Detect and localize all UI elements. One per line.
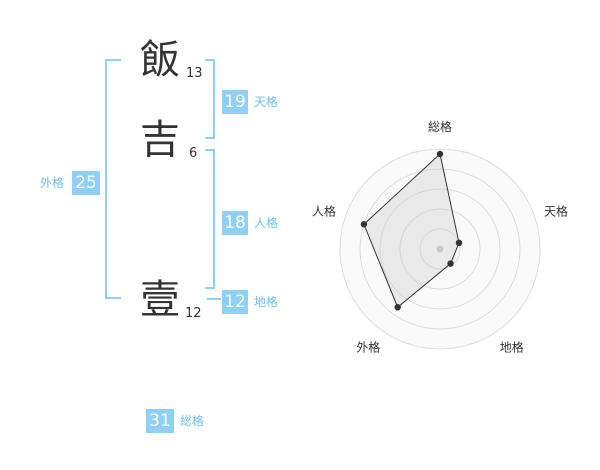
chikaku-connector (207, 298, 221, 300)
radar-ring-4 (359, 168, 521, 330)
name-char-2: 吉 (140, 117, 180, 163)
chikaku-label: 地格 (254, 295, 279, 309)
radar-axis-label-4: 人格 (312, 203, 336, 218)
radar-series (363, 153, 460, 309)
gaikaku-label: 外格 (40, 176, 65, 190)
jinkaku-bracket (205, 149, 215, 289)
gaikaku-value: 25 (72, 171, 100, 195)
radar-axis-label-3: 外格 (356, 340, 380, 355)
radar-ring-3 (379, 188, 501, 310)
radar-point-1 (455, 239, 463, 247)
name-char-1: 飯 (140, 37, 180, 83)
radar-center (436, 245, 444, 253)
radar-shape (360, 150, 463, 311)
name-char-3: 壹 (140, 277, 180, 323)
radar-ring-2 (399, 208, 481, 290)
stroke-count-1: 13 (186, 66, 203, 81)
radar-point-3 (394, 304, 401, 311)
radar-point-2 (447, 260, 454, 267)
tenkaku-label: 天格 (254, 95, 279, 109)
soukaku-label: 総格 (180, 414, 205, 428)
tenkaku-bracket (205, 59, 215, 139)
gaikaku-bracket (105, 59, 121, 299)
stroke-count-2: 6 (189, 146, 198, 161)
jinkaku-label: 人格 (254, 216, 279, 230)
radar-axis-label-1: 天格 (544, 203, 568, 218)
radar-axis-label-0: 総格 (428, 119, 452, 134)
jinkaku-value: 18 (222, 211, 248, 235)
radar-point-0 (436, 150, 444, 158)
chikaku-value: 12 (222, 290, 248, 314)
stroke-count-3: 12 (185, 306, 202, 321)
soukaku-value: 31 (146, 409, 174, 433)
radar-rings (339, 148, 541, 350)
radar-point-4 (360, 221, 368, 228)
radar-ring-1 (419, 228, 461, 270)
radar-axis-label-2: 地格 (500, 340, 524, 355)
tenkaku-value: 19 (222, 90, 248, 114)
